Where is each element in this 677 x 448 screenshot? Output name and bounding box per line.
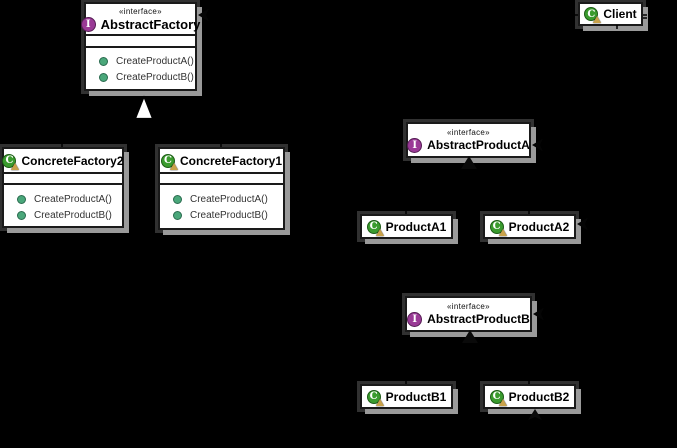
class-node-abstract-factory[interactable]: «interface» I AbstractFactory CreateProd… — [80, 2, 200, 91]
class-icon: C — [489, 389, 507, 406]
interface-icon: I — [407, 311, 423, 327]
dependency-edge-producta2 — [586, 14, 656, 225]
generalization-edge-products-a — [405, 157, 530, 214]
method-label: CreateProductA() — [116, 55, 194, 67]
class-name: AbstractProductB — [427, 312, 530, 326]
class-node-abstract-product-a[interactable]: «interface» I AbstractProductA — [406, 122, 531, 158]
attributes-compartment — [4, 172, 122, 183]
arrowhead-up-productb2 — [528, 409, 542, 420]
class-node-product-a1[interactable]: C ProductA1 — [360, 214, 453, 239]
warning-icon — [498, 398, 507, 406]
generalization-triangle-abstractfactory — [134, 95, 154, 120]
attributes-compartment — [86, 34, 195, 46]
warning-icon — [593, 16, 602, 23]
class-name: ProductA2 — [508, 219, 570, 234]
public-method-icon — [173, 210, 182, 220]
methods-compartment: CreateProductA() CreateProductB() — [4, 183, 122, 223]
class-name: ProductB2 — [508, 389, 570, 404]
method-row: CreateProductA() — [17, 191, 122, 207]
dependency-edge-productb2 — [534, 419, 655, 434]
interface-icon: I — [407, 137, 423, 153]
class-node-client[interactable]: C Client — [578, 2, 643, 26]
class-icon: C — [160, 153, 178, 170]
warning-icon — [375, 398, 384, 406]
class-name: ProductA1 — [385, 219, 447, 234]
class-node-product-a2[interactable]: C ProductA2 — [483, 214, 576, 239]
stereotype-label: «interface» — [447, 127, 490, 137]
stereotype-label: «interface» — [447, 301, 490, 311]
attributes-compartment — [160, 172, 283, 183]
class-node-product-b1[interactable]: C ProductB1 — [360, 384, 453, 409]
dependency-edge-client-abstractproductb — [542, 17, 665, 315]
dependency-edge-client-abstractproducta — [541, 25, 618, 146]
warning-icon — [375, 228, 384, 236]
arrowhead-left-abstractproducta — [532, 138, 543, 152]
generalization-edge-products-b — [405, 331, 530, 384]
method-row: CreateProductB() — [99, 69, 195, 85]
class-node-abstract-product-b[interactable]: «interface» I AbstractProductB — [405, 296, 532, 332]
node-header: «interface» I AbstractFactory — [80, 4, 200, 34]
class-name: ProductB1 — [385, 389, 447, 404]
method-row: CreateProductA() — [99, 53, 195, 69]
class-node-product-b2[interactable]: C ProductB2 — [483, 384, 576, 409]
interface-icon: I — [80, 16, 96, 32]
class-icon: C — [489, 219, 507, 236]
warning-icon — [11, 162, 20, 170]
public-method-icon — [99, 72, 108, 82]
method-label: CreateProductB() — [34, 209, 112, 221]
method-row: CreateProductB() — [173, 207, 283, 223]
generalization-edge-factories — [61, 96, 222, 147]
class-node-concrete-factory-2[interactable]: C ConcreteFactory2 CreateProductA() Crea… — [2, 147, 124, 228]
class-icon: C — [366, 389, 384, 406]
method-label: CreateProductB() — [116, 71, 194, 83]
method-label: CreateProductA() — [34, 193, 112, 205]
method-row: CreateProductA() — [173, 191, 283, 207]
class-icon: C — [2, 153, 20, 170]
public-method-icon — [173, 194, 182, 204]
arrowhead-left-abstractproductb — [533, 307, 544, 321]
methods-compartment: CreateProductA() CreateProductB() — [160, 183, 283, 223]
class-name: AbstractFactory — [100, 16, 201, 32]
class-icon: C — [584, 7, 602, 23]
class-name: ConcreteFactory1 — [179, 153, 283, 168]
public-method-icon — [17, 210, 26, 220]
methods-compartment: CreateProductA() CreateProductB() — [86, 46, 195, 85]
class-name: ConcreteFactory2 — [21, 153, 124, 168]
class-node-concrete-factory-1[interactable]: C ConcreteFactory1 CreateProductA() Crea… — [158, 147, 285, 230]
public-method-icon — [17, 194, 26, 204]
public-method-icon — [99, 56, 108, 66]
method-label: CreateProductA() — [190, 193, 268, 205]
method-label: CreateProductB() — [190, 209, 268, 221]
class-icon: C — [366, 219, 384, 236]
class-name: AbstractProductA — [427, 138, 530, 152]
class-name: Client — [603, 7, 637, 21]
arrowhead-left-producta2 — [577, 217, 588, 231]
warning-icon — [169, 162, 178, 170]
warning-icon — [498, 228, 507, 236]
stereotype-label: «interface» — [119, 6, 162, 16]
method-row: CreateProductB() — [17, 207, 122, 223]
